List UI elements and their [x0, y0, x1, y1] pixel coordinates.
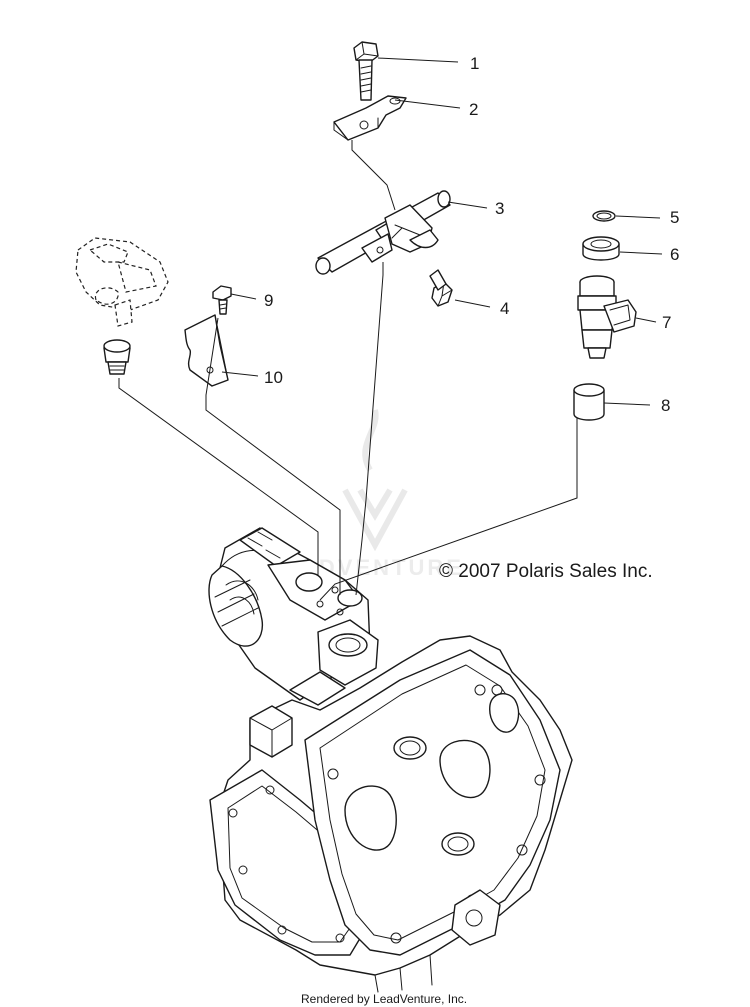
part-2-bracket — [333, 95, 407, 141]
callout-6: 6 — [670, 245, 679, 264]
part-7-fuel-injector — [577, 275, 637, 359]
callout-2: 2 — [469, 100, 478, 119]
part-9-screw — [212, 285, 232, 315]
part-8-sleeve — [573, 383, 605, 421]
callout-3: 3 — [495, 199, 504, 218]
assembly-lines — [118, 57, 663, 601]
callout-8: 8 — [661, 396, 670, 415]
render-credit: Rendered by LeadVenture, Inc. — [301, 992, 467, 1006]
callout-5: 5 — [670, 208, 679, 227]
callout-9: 9 — [264, 291, 273, 310]
copyright-notice: © 2007 Polaris Sales Inc. — [439, 561, 653, 582]
callout-7: 7 — [662, 313, 671, 332]
part-3-fuel-rail — [315, 190, 451, 275]
callout-10: 10 — [264, 368, 283, 387]
part-5-o-ring — [592, 210, 616, 222]
part-6-seal — [582, 236, 620, 261]
cylinder-head — [209, 635, 573, 993]
callout-1: 1 — [470, 54, 479, 73]
part-10-bracket — [184, 314, 229, 387]
part-4-screw — [429, 269, 453, 307]
plug — [103, 339, 131, 375]
callout-4: 4 — [500, 299, 509, 318]
throttle-body — [208, 527, 379, 706]
dashed-sensor — [75, 237, 169, 327]
watermark-logo — [342, 409, 408, 552]
part-1-bolt — [353, 41, 379, 101]
